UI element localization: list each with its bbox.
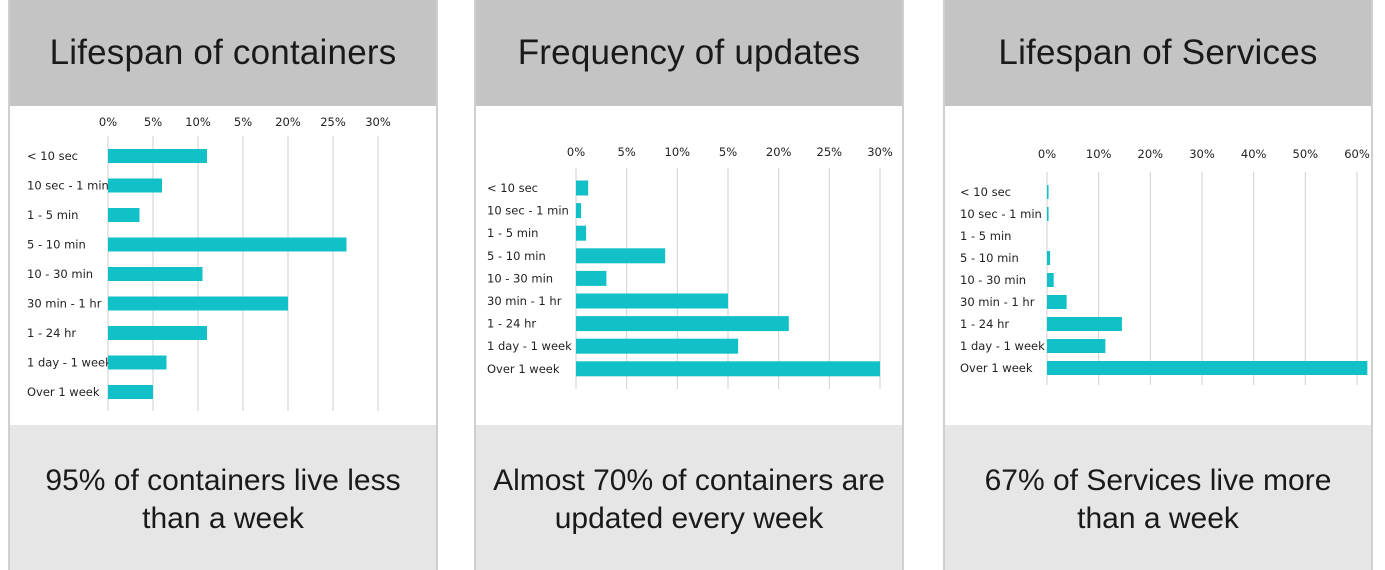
bar: [108, 237, 347, 252]
category-label: 30 min - 1 hr: [960, 295, 1035, 309]
panel-title: Lifespan of Services: [998, 33, 1318, 72]
panel-header: Lifespan of containers: [10, 0, 436, 106]
panel-footer: Almost 70% of containers are updated eve…: [484, 450, 894, 550]
tick-label: 5%: [719, 145, 737, 159]
bar: [576, 316, 789, 332]
tick-label: 40%: [1241, 147, 1267, 161]
bar: [576, 270, 607, 286]
tick-label: 25%: [817, 145, 843, 159]
tick-label: 30%: [1189, 147, 1215, 161]
category-label: 5 - 10 min: [960, 251, 1019, 265]
category-label: 30 min - 1 hr: [487, 294, 562, 308]
panel-caption: 95% of containers live less than a week: [45, 464, 401, 535]
panel-footer: 67% of Services live more than a week: [953, 450, 1363, 550]
category-label: 10 sec - 1 min: [960, 207, 1042, 221]
category-label: 1 day - 1 week: [960, 339, 1045, 353]
chart-area: 0% 5% 10% 5% 20% 25% 30% < 10 sec 10 sec - 1 min…: [10, 106, 436, 425]
category-label: 1 day - 1 week: [487, 339, 572, 353]
bar: [108, 355, 167, 370]
category-label: 10 - 30 min: [960, 273, 1026, 287]
category-label: 5 - 10 min: [27, 238, 86, 252]
chart-area: 0% 10% 20% 30% 40% 50% 60% < 10 sec 10 sec - 1 m…: [945, 106, 1371, 425]
panel-services-lifespan: Lifespan of Services 0% 10% 20% 30% 40% 50% 60…: [943, 0, 1373, 570]
category-label: 10 - 30 min: [27, 267, 93, 281]
category-label: 1 - 5 min: [487, 226, 538, 240]
bar: [108, 385, 153, 399]
category-label: < 10 sec: [27, 149, 78, 163]
category-label: 10 sec - 1 min: [487, 204, 569, 218]
panel-containers-lifespan: Lifespan of containers 0% 5% 10% 5% 20% 25% 30…: [8, 0, 438, 570]
bar: [576, 361, 880, 377]
tick-label: 5%: [234, 115, 252, 129]
bar: [108, 296, 288, 311]
category-label: 5 - 10 min: [487, 249, 546, 263]
category-label: < 10 sec: [960, 185, 1011, 199]
bar: [1047, 295, 1067, 309]
panel-header: Frequency of updates: [476, 0, 902, 106]
tick-label: 0%: [567, 145, 585, 159]
panel-title: Lifespan of containers: [49, 33, 397, 72]
tick-label: 20%: [766, 145, 792, 159]
tick-label: 10%: [185, 115, 211, 129]
tick-label: 25%: [320, 115, 346, 129]
category-label: Over 1 week: [27, 385, 100, 399]
panel-footer: 95% of containers live less than a week: [18, 450, 428, 550]
bar: [1047, 361, 1368, 375]
bar: [1047, 339, 1106, 353]
category-label: Over 1 week: [487, 362, 560, 376]
category-label: 1 - 24 hr: [960, 317, 1009, 331]
category-label: 1 - 24 hr: [27, 326, 76, 340]
tick-label: 10%: [1086, 147, 1112, 161]
category-label: 1 day - 1 week: [27, 356, 112, 370]
panel-update-frequency: Frequency of updates 0% 5% 10% 5% 20% 25% 30% <…: [474, 0, 904, 570]
category-label: 1 - 5 min: [960, 229, 1011, 243]
bar: [576, 180, 589, 196]
panel-caption: Almost 70% of containers are updated eve…: [493, 464, 885, 535]
bar: [108, 267, 203, 281]
bar: [576, 293, 728, 309]
tick-label: 0%: [99, 115, 117, 129]
tick-label: 20%: [275, 115, 301, 129]
category-label: 10 - 30 min: [487, 271, 553, 285]
panel-caption: 67% of Services live more than a week: [984, 464, 1332, 535]
tick-label: 30%: [365, 115, 391, 129]
bar: [1047, 185, 1049, 199]
panel-title: Frequency of updates: [517, 33, 861, 72]
bar: [1047, 273, 1054, 287]
category-label: < 10 sec: [487, 181, 538, 195]
bar-chart-services-lifespan: 0% 10% 20% 30% 40% 50% 60% < 10 sec 10 sec - 1 m…: [960, 147, 1370, 385]
tick-label: 5%: [144, 115, 162, 129]
category-label: 10 sec - 1 min: [27, 179, 109, 193]
panel-header: Lifespan of Services: [945, 0, 1371, 106]
tick-label: 30%: [867, 145, 893, 159]
tick-label: 50%: [1293, 147, 1319, 161]
category-label: 30 min - 1 hr: [27, 297, 102, 311]
bar: [108, 208, 140, 222]
bar: [576, 248, 666, 264]
bar-chart-containers-lifespan: 0% 5% 10% 5% 20% 25% 30% < 10 sec 10 sec - 1 min…: [27, 115, 391, 411]
category-label: 1 - 24 hr: [487, 317, 536, 331]
chart-area: 0% 5% 10% 5% 20% 25% 30% < 10 sec 10 sec - 1 min…: [476, 106, 902, 425]
bar: [108, 178, 162, 193]
bar: [576, 225, 587, 241]
bar: [1047, 251, 1051, 265]
bar: [108, 149, 207, 163]
bar: [1047, 317, 1122, 331]
tick-label: 60%: [1344, 147, 1370, 161]
tick-label: 5%: [618, 145, 636, 159]
category-label: Over 1 week: [960, 361, 1033, 375]
bar: [576, 203, 582, 219]
bar: [576, 338, 739, 354]
tick-label: 20%: [1138, 147, 1164, 161]
bar: [108, 326, 207, 340]
tick-label: 10%: [665, 145, 691, 159]
bar: [1047, 207, 1049, 221]
tick-label: 0%: [1038, 147, 1056, 161]
bar-chart-update-frequency: 0% 5% 10% 5% 20% 25% 30% < 10 sec 10 sec - 1 min…: [487, 145, 893, 389]
category-label: 1 - 5 min: [27, 208, 78, 222]
